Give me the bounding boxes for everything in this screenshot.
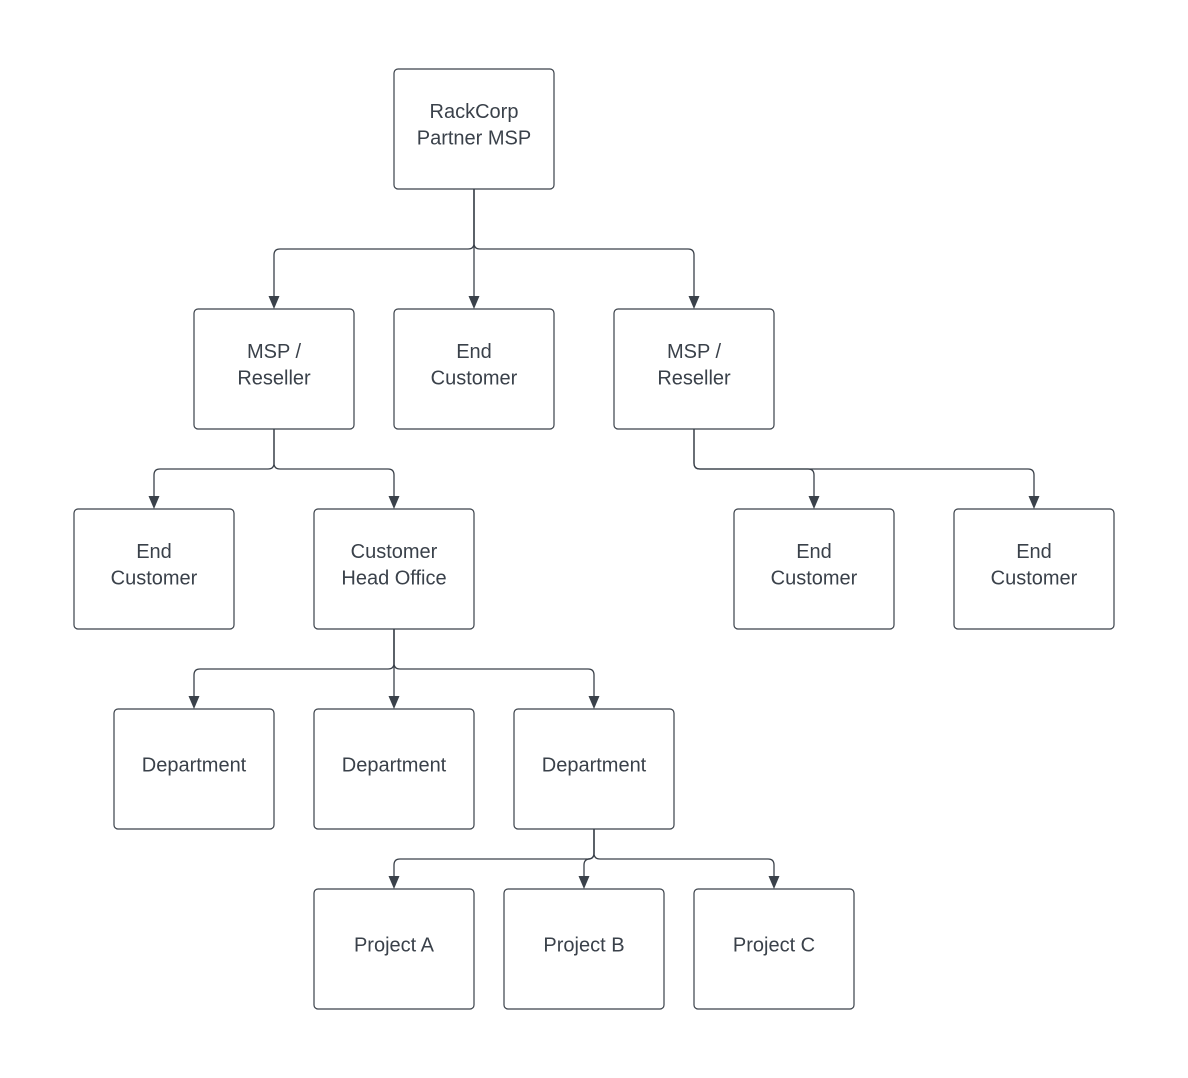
node-box <box>193 308 355 430</box>
connector-rackcorp-to-msp1 <box>273 189 475 299</box>
arrow-head-end_top <box>468 296 480 309</box>
arrow-head-msp2 <box>688 296 700 309</box>
arrow-head-end_right2 <box>1028 496 1040 509</box>
node-label-line: Reseller <box>657 368 731 390</box>
node-label-line: MSP / <box>247 341 302 363</box>
node-proj-b: Project B <box>503 888 665 1010</box>
node-box <box>393 68 555 190</box>
node-label-line: Customer <box>351 541 438 563</box>
node-label-line: Project B <box>543 934 624 956</box>
node-label-line: End <box>136 541 172 563</box>
node-label-line: Customer <box>431 368 518 390</box>
node-box <box>73 508 235 630</box>
node-label-line: Department <box>542 754 647 776</box>
node-box <box>513 708 675 830</box>
arrow-head-proj_c <box>768 876 780 889</box>
node-label-line: RackCorp <box>430 101 519 123</box>
node-box <box>503 888 665 1010</box>
node-dept3: Department <box>513 708 675 830</box>
connector-msp1-to-head_office <box>273 429 395 499</box>
arrow-head-dept1 <box>188 696 200 709</box>
node-msp2: MSP / Reseller <box>613 308 775 430</box>
arrow-head-end_left <box>148 496 160 509</box>
arrow-head-dept3 <box>588 696 600 709</box>
arrow-head-head_office <box>388 496 400 509</box>
node-label-line: Head Office <box>341 568 446 590</box>
node-box <box>313 508 475 630</box>
node-label-line: MSP / <box>667 341 722 363</box>
connector-dept3-to-proj_b <box>583 829 595 879</box>
node-box <box>733 508 895 630</box>
arrow-head-proj_a <box>388 876 400 889</box>
node-label-line: Reseller <box>237 368 311 390</box>
connector-dept3-to-proj_c <box>593 829 775 879</box>
arrow-head-msp1 <box>268 296 280 309</box>
connectors <box>148 189 1040 889</box>
node-box <box>693 888 855 1010</box>
node-label-line: Partner MSP <box>417 128 531 150</box>
node-dept2: Department <box>313 708 475 830</box>
node-msp1: MSP / Reseller <box>193 308 355 430</box>
node-dept1: Department <box>113 708 275 830</box>
arrow-head-end_right1 <box>808 496 820 509</box>
node-box <box>953 508 1115 630</box>
node-proj-c: Project C <box>693 888 855 1010</box>
arrow-head-proj_b <box>578 876 590 889</box>
node-box <box>613 308 775 430</box>
node-box <box>313 708 475 830</box>
connector-head_office-to-dept1 <box>193 629 395 699</box>
node-box <box>113 708 275 830</box>
connector-dept3-to-proj_a <box>393 829 595 879</box>
arrow-head-dept2 <box>388 696 400 709</box>
connector-msp2-to-end_right1 <box>693 429 815 499</box>
node-label-line: Customer <box>111 568 198 590</box>
node-label-line: Department <box>342 754 447 776</box>
node-label-line: End <box>456 341 492 363</box>
node-label-line: End <box>796 541 832 563</box>
node-label-line: Project C <box>733 934 815 956</box>
node-label-line: Customer <box>771 568 858 590</box>
connector-msp1-to-end_left <box>153 429 275 499</box>
node-box <box>313 888 475 1010</box>
node-proj-a: Project A <box>313 888 475 1010</box>
connector-head_office-to-dept3 <box>393 629 595 699</box>
node-label-line: Project A <box>354 934 435 956</box>
connector-rackcorp-to-msp2 <box>473 189 695 299</box>
node-label-line: Department <box>142 754 247 776</box>
connector-msp2-to-end_right2 <box>693 429 1035 499</box>
node-label-line: Customer <box>991 568 1078 590</box>
node-box <box>393 308 555 430</box>
node-label-line: End <box>1016 541 1052 563</box>
